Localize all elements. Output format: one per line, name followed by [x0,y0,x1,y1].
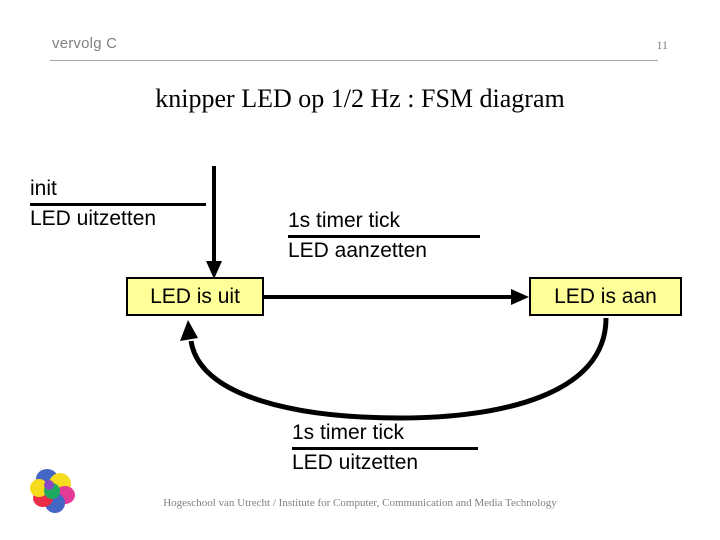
transition-action: LED aanzetten [288,238,427,262]
header-divider [50,60,658,61]
fraction-rule [30,202,206,206]
state-label: LED is uit [150,284,240,308]
transition-label-init: init LED uitzetten [30,177,206,230]
state-box-led-off[interactable]: LED is uit [126,277,264,316]
transition-event: init [30,177,57,200]
transition-action: LED uitzetten [292,450,419,474]
fraction-rule [288,234,480,238]
init-arrow [206,166,222,279]
off-to-on-arrow [264,289,529,305]
transition-label-off-to-on: 1s timer tick LED aanzetten [288,209,480,262]
on-to-off-arrow [180,317,609,421]
transition-label-on-to-off: 1s timer tick LED uitzetten [292,421,478,474]
page-number: 11 [656,38,668,52]
state-box-led-on[interactable]: LED is aan [529,277,682,316]
header-title: vervolg C [52,35,118,52]
page-title: knipper LED op 1/2 Hz : FSM diagram [155,84,565,113]
footer-text: Hogeschool van Utrecht / Institute for C… [163,497,557,509]
transition-event: 1s timer tick [288,209,401,232]
state-label: LED is aan [554,284,657,308]
fraction-rule [292,446,478,450]
hu-pinwheel-logo-icon [30,469,75,513]
transition-event: 1s timer tick [292,421,405,444]
transition-action: LED uitzetten [30,206,157,230]
